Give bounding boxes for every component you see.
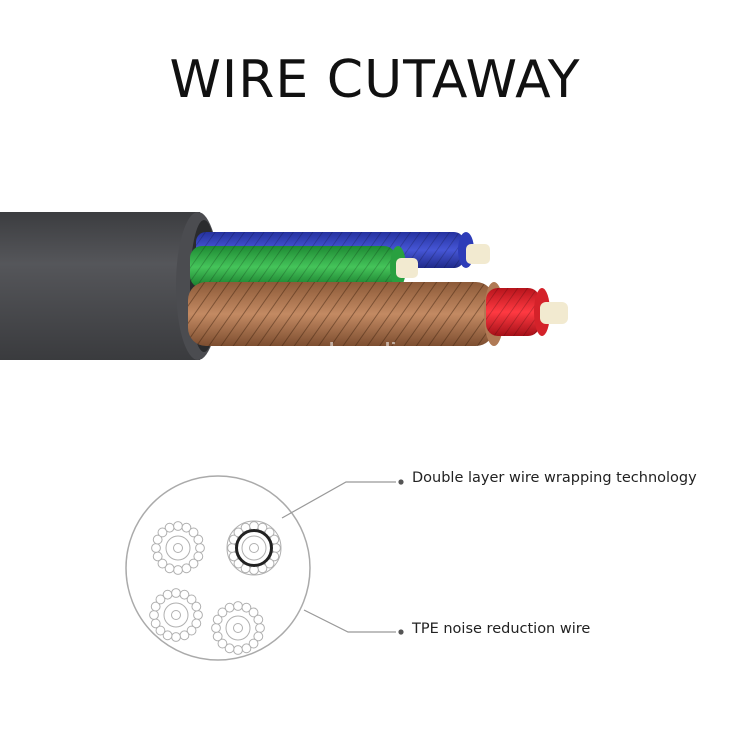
callout-leader-line-2	[303, 609, 396, 633]
callout-label-tpe: TPE noise reduction wire	[412, 621, 591, 637]
watermark: sunsky-online.com	[280, 340, 470, 362]
copper-strand-bundle	[188, 282, 504, 346]
stranded-core	[151, 521, 205, 575]
red-conductor	[486, 288, 568, 336]
stranded-core	[211, 601, 265, 655]
cross-section-diagram	[125, 475, 404, 661]
callout-leader-line-1	[281, 481, 396, 519]
cable-jacket	[0, 212, 200, 360]
double-wrapped-core	[226, 520, 282, 576]
page-title: WIRE CUTAWAY	[169, 50, 581, 110]
stranded-core	[149, 588, 203, 642]
cable-cutaway-illustration	[0, 212, 568, 360]
callout-label-double-layer: Double layer wire wrapping technology	[412, 470, 697, 486]
green-conductor	[190, 246, 418, 288]
callout-bullet-1	[398, 479, 404, 485]
callout-bullet-2	[398, 629, 404, 635]
